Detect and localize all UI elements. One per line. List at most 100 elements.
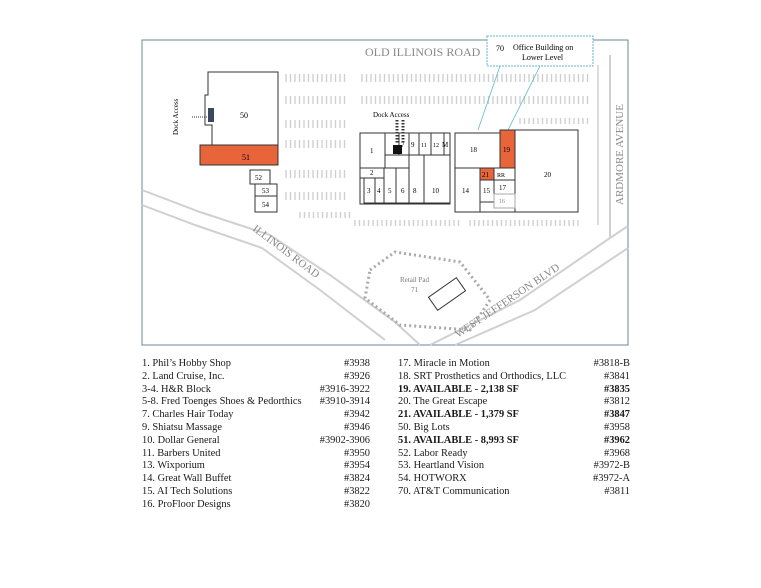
parking-areas xyxy=(285,74,589,226)
legend-suite-number: #3824 xyxy=(344,473,370,485)
site-plan-map: OLD ILLINOIS ROAD ARDMORE AVENUE ILLINOI… xyxy=(141,35,629,346)
legend-row: 15. AI Tech Solutions #3822 xyxy=(142,486,370,499)
legend-suite-number: #3972-B xyxy=(593,460,630,472)
legend-suite-number: #3902-3906 xyxy=(319,434,370,446)
legend-row: 2. Land Cruise, Inc. #3926 xyxy=(142,371,370,384)
legend-row: 51. AVAILABLE - 8,993 SF #3962 xyxy=(398,435,630,448)
legend-tenant-name: 14. Great Wall Buffet xyxy=(142,473,232,485)
legend-row: 3-4. H&R Block #3916-3922 xyxy=(142,384,370,397)
legend-tenant-name: 5-8. Fred Toenges Shoes & Pedorthics xyxy=(142,396,302,408)
unit-17-label: 17 xyxy=(499,184,507,192)
legend-tenant-name: 51. AVAILABLE - 8,993 SF xyxy=(398,434,519,446)
legend-suite-number: #3926 xyxy=(344,370,370,382)
unit-52-label: 52 xyxy=(255,174,263,182)
legend-suite-number: #3916-3922 xyxy=(319,383,370,395)
legend-row: 19. AVAILABLE - 2,138 SF #3835 xyxy=(398,384,630,397)
unit-5-label: 5 xyxy=(388,187,392,195)
legend-suite-number: #3820 xyxy=(344,498,370,510)
dock-access-center: Dock Access xyxy=(373,111,410,119)
legend-suite-number: #3938 xyxy=(344,358,370,369)
legend-tenant-name: 18. SRT Prosthetics and Orthodics, LLC xyxy=(398,370,567,382)
unit-12-label: 12 xyxy=(433,143,439,149)
legend-tenant-name: 17. Miracle in Motion xyxy=(398,358,490,369)
legend-tenant-name: 54. HOTWORX xyxy=(398,473,467,485)
legend-tenant-name: 20. The Great Escape xyxy=(398,396,488,408)
legend-suite-number: #3958 xyxy=(604,421,630,433)
unit-18-label: 18 xyxy=(470,146,478,154)
legend-tenant-name: 53. Heartland Vision xyxy=(398,460,485,472)
legend-tenant-name: 9. Shiatsu Massage xyxy=(142,421,222,433)
legend-row: 1. Phil’s Hobby Shop #3938 xyxy=(142,358,370,371)
legend-suite-number: #3962 xyxy=(604,434,630,446)
unit-6-label: 6 xyxy=(401,187,405,195)
legend-tenant-name: 2. Land Cruise, Inc. xyxy=(142,370,225,382)
office-callout-box xyxy=(486,35,594,67)
legend-suite-number: #3822 xyxy=(344,485,370,497)
unit-51-available[interactable] xyxy=(199,144,279,166)
legend-tenant-name: 1. Phil’s Hobby Shop xyxy=(142,358,231,369)
legend-row: 20. The Great Escape #3812 xyxy=(398,396,630,409)
legend-suite-number: #3946 xyxy=(344,421,370,433)
legend-suite-number: #3910-3914 xyxy=(319,396,370,408)
legend-suite-number: #3818-B xyxy=(593,358,630,369)
unit-20-label: 20 xyxy=(544,171,552,179)
tenant-legend-left: 1. Phil’s Hobby Shop #3938 2. Land Cruise,… xyxy=(142,358,370,512)
dock-access-left: Dock Access xyxy=(172,98,180,135)
unit-50-label: 50 xyxy=(240,111,248,120)
legend-row: 7. Charles Hair Today#3942 xyxy=(142,409,370,422)
legend-suite-number: #3972-A xyxy=(593,473,630,485)
legend-tenant-name: 11. Barbers United xyxy=(142,447,221,459)
legend-suite-number: #3950 xyxy=(344,447,370,459)
legend-tenant-name: 21. AVAILABLE - 1,379 SF xyxy=(398,409,519,421)
unit-3-label: 3 xyxy=(367,187,371,195)
legend-suite-number: #3811 xyxy=(604,485,630,497)
legend-tenant-name: 13. Wixporium xyxy=(142,460,205,472)
unit-19-label: 19 xyxy=(503,146,511,154)
unit-13-label: M xyxy=(442,141,449,149)
unit-rr-label: RR xyxy=(497,173,505,179)
legend-row: 18. SRT Prosthetics and Orthodics, LLC#3… xyxy=(398,371,630,384)
unit-53-label: 53 xyxy=(262,187,270,195)
legend-tenant-name: 3-4. H&R Block xyxy=(142,383,211,395)
unit-8-label: 8 xyxy=(413,187,417,195)
unit-21-label: 21 xyxy=(482,171,490,179)
retail-pad-building xyxy=(427,276,467,312)
unit-4-label: 4 xyxy=(377,187,381,195)
legend-tenant-name: 52. Labor Ready xyxy=(398,447,468,459)
unit-1-label: 1 xyxy=(370,147,374,155)
legend-row: 11. Barbers United #3950 xyxy=(142,448,370,461)
legend-row: 14. Great Wall Buffet #3824 xyxy=(142,473,370,486)
legend-tenant-name: 16. ProFloor Designs xyxy=(142,498,231,510)
office-unit-number: 70 xyxy=(496,44,504,53)
road-label-ardmore: ARDMORE AVENUE xyxy=(614,104,626,205)
legend-tenant-name: 7. Charles Hair Today xyxy=(142,409,234,421)
legend-row: 50. Big Lots #3958 xyxy=(398,422,630,435)
legend-row: 10. Dollar General#3902-3906 xyxy=(142,435,370,448)
legend-suite-number: #3812 xyxy=(604,396,630,408)
unit-10-label: 10 xyxy=(432,187,440,195)
legend-row: 17. Miracle in Motion #3818-B xyxy=(398,358,630,371)
legend-suite-number: #3835 xyxy=(604,383,630,395)
legend-tenant-name: 15. AI Tech Solutions xyxy=(142,485,233,497)
legend-row: 16. ProFloor Designs #3820 xyxy=(142,499,370,512)
legend-tenant-name: 50. Big Lots xyxy=(398,421,450,433)
retail-pad-outline xyxy=(363,250,492,332)
retail-pad-number: 71 xyxy=(411,286,419,294)
unit-51-label: 51 xyxy=(242,153,250,162)
building-west xyxy=(199,71,279,213)
tenant-legend-right: 17. Miracle in Motion #3818-B 18. SRT Pros… xyxy=(398,358,630,499)
legend-row: 52. Labor Ready #3968 xyxy=(398,448,630,461)
legend-row: 13. Wixporium#3954 xyxy=(142,460,370,473)
legend-tenant-name: 19. AVAILABLE - 2,138 SF xyxy=(398,383,519,395)
legend-tenant-name: 70. AT&T Communication xyxy=(398,485,510,497)
unit-11-label: 11 xyxy=(421,143,427,149)
retail-pad-label: Retail Pad xyxy=(400,276,429,284)
legend-suite-number: #3847 xyxy=(604,409,630,421)
unit-9-label: 9 xyxy=(411,141,415,149)
office-label-line2: Lower Level xyxy=(522,53,564,62)
legend-row: 54. HOTWORX #3972-A xyxy=(398,473,630,486)
legend-suite-number: #3968 xyxy=(604,447,630,459)
legend-row: 9. Shiatsu Massage #3946 xyxy=(142,422,370,435)
road-label-old-illinois: OLD ILLINOIS ROAD xyxy=(365,45,481,59)
unit-54-label: 54 xyxy=(262,201,270,209)
